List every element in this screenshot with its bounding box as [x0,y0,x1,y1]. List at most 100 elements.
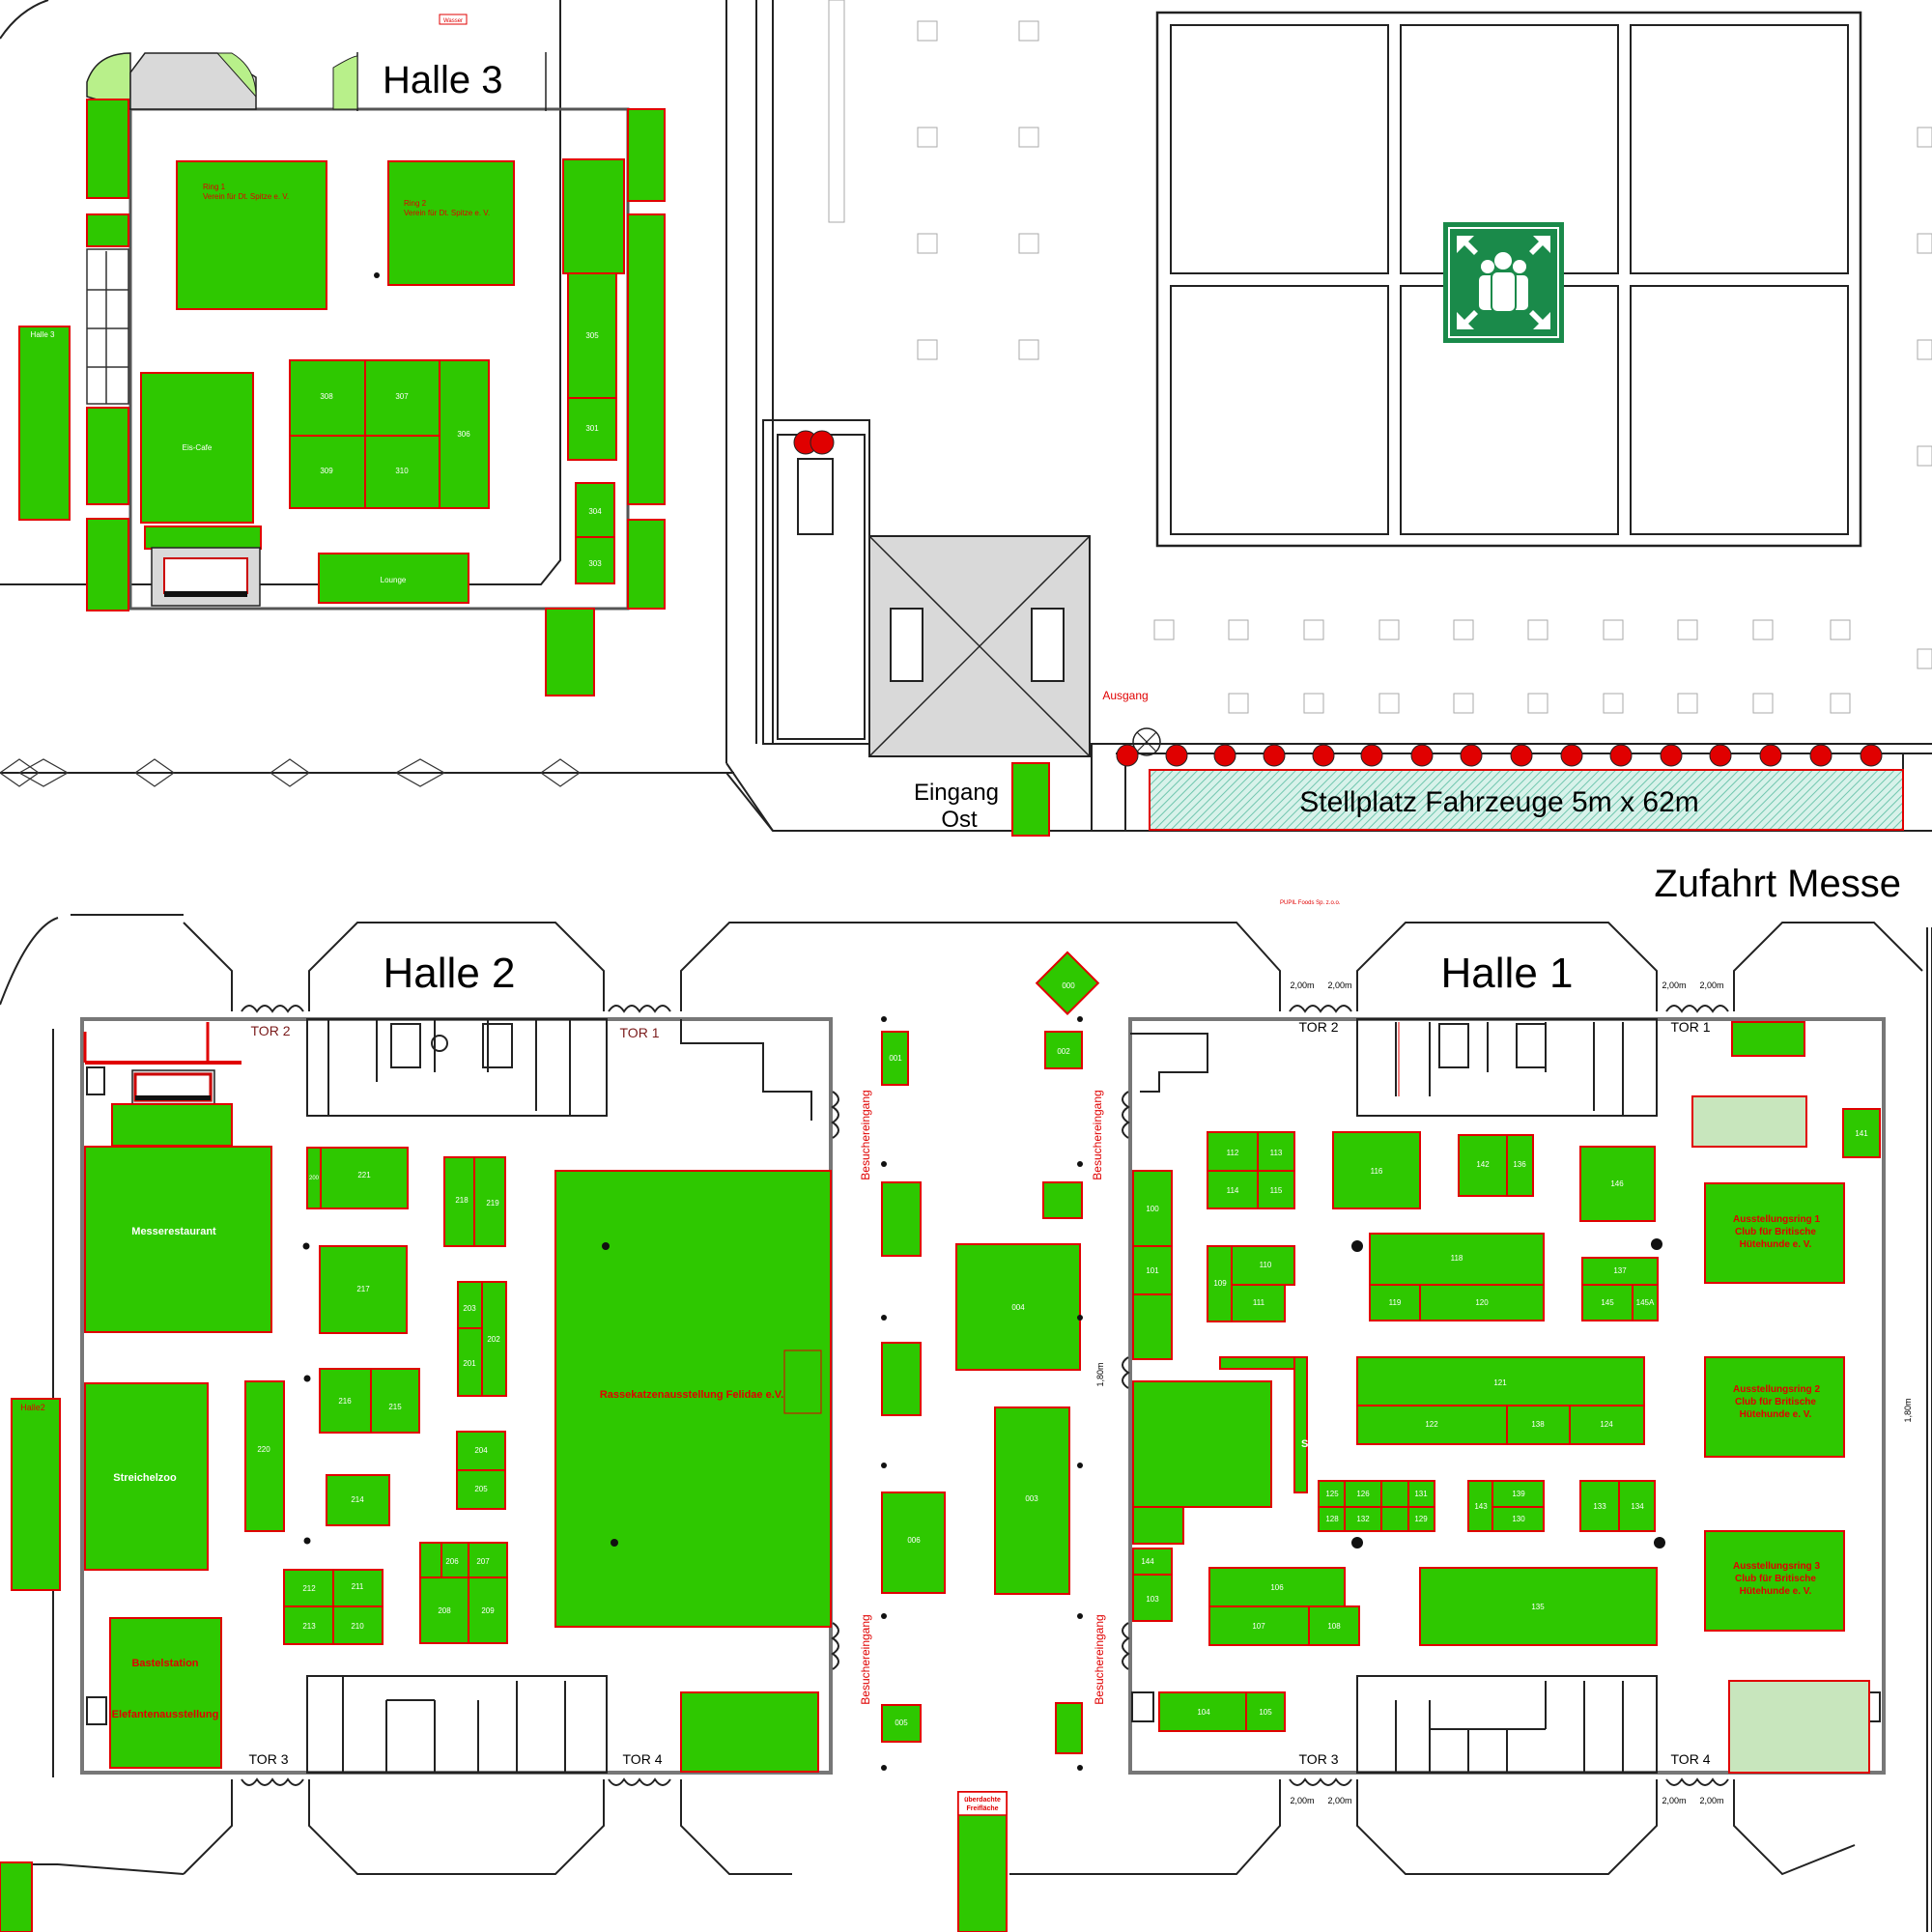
halle2-title: Halle 2 [384,950,516,997]
stand-124: 124 [1600,1420,1613,1429]
stand-003: 003 [1025,1494,1038,1503]
width-note-2: 2,00m [1327,980,1351,990]
stand-108: 108 [1327,1622,1341,1631]
stand-halle2-side-label: Halle2 [20,1403,45,1412]
stand-105: 105 [1259,1708,1272,1717]
stand-showring-label: Showring [1301,1438,1350,1450]
stand-130: 130 [1512,1515,1525,1523]
wasser-label: Wasser [443,18,463,24]
halle2-tor2: TOR 2 [251,1023,291,1038]
stand-felidae-label: Rassekatzenausstellung Felidae e.V. [600,1389,783,1401]
stand-ring2-club: Verein für Dt. Spitze e. V. [404,209,490,217]
halle1-tor4: TOR 4 [1671,1751,1711,1767]
stand-110: 110 [1260,1261,1272,1269]
halle3-labels: Ring 1 Verein für Dt. Spitze e. V. Ring … [31,183,603,584]
stand-bottom-left [0,1861,33,1932]
stand-305: 305 [585,331,599,340]
halle3: Halle 3 Wasser [86,14,630,611]
stand-145: 145 [1601,1298,1614,1307]
stand-202: 202 [487,1335,500,1344]
stand-206: 206 [445,1557,459,1566]
stand-107: 107 [1252,1622,1265,1631]
width-note-4: 2,00m [1699,980,1723,990]
stand-120: 120 [1475,1298,1489,1307]
stand-hall1-ring3-club: Club für Britische [1735,1574,1816,1584]
halle1-stands [1132,1021,1881,1774]
stand-116: 116 [1371,1167,1383,1176]
stand-210: 210 [351,1622,364,1631]
stand-220: 220 [257,1445,270,1454]
halle1-tor3: TOR 3 [1299,1751,1339,1767]
halle2-stands [11,1103,832,1773]
parking-markers [828,0,1932,714]
door-icon [241,1005,1729,1786]
besuchereingang-halle1-bottom: Besuchereingang [1093,1614,1106,1704]
stand-146: 146 [1610,1179,1624,1188]
east-entrance: Eingang Ost Ausgang [762,419,1161,837]
stand-hall1-ring1-club2: Hütehunde e. V. [1740,1239,1812,1250]
stand-145a: 145A [1636,1298,1655,1307]
stand-215: 215 [388,1403,402,1411]
stand-109: 109 [1213,1279,1227,1288]
halle1-pillars [1351,1238,1665,1548]
stand-221: 221 [357,1171,371,1179]
stand-200: 200 [309,1176,320,1181]
stellplatz-label: Stellplatz Fahrzeuge 5m x 62m [1299,786,1699,818]
stand-209: 209 [481,1606,495,1615]
outdoor-pillars [881,1016,1083,1771]
stand-136: 136 [1513,1160,1526,1169]
halle2-pillars [302,1242,618,1547]
halle2-labels: Messerestaurant Streichelzoo Bastelstati… [20,1171,783,1720]
width-note-10: 1,80m [1903,1398,1913,1422]
stand-messerestaurant-label: Messerestaurant [131,1226,216,1237]
halle3-kitchen [151,547,261,607]
halle3-title: Halle 3 [383,59,503,101]
width-note-6: 2,00m [1327,1796,1351,1805]
eingang-ost-line2: Ost [941,807,978,833]
stand-000: 000 [1062,981,1075,990]
zufahrt-messe-label: Zufahrt Messe [1654,863,1901,905]
stand-137: 137 [1613,1266,1627,1275]
width-note-9: 1,80m [1095,1362,1105,1386]
stand-134: 134 [1631,1502,1644,1511]
stand-121: 121 [1493,1378,1507,1387]
stand-hall1-ring2-label: Ausstellungsring 2 [1733,1384,1820,1395]
stand-205: 205 [474,1485,488,1493]
stand-139: 139 [1512,1490,1525,1498]
stand-104: 104 [1197,1708,1210,1717]
stand-208: 208 [438,1606,451,1615]
stand-207: 207 [476,1557,490,1566]
stand-111: 111 [1253,1298,1265,1307]
stand-ring1-club: Verein für Dt. Spitze e. V. [203,192,289,201]
stand-ring2-label: Ring 2 [404,199,427,208]
stand-310: 310 [395,467,409,475]
freiflaeche-label: Freifläche [966,1805,998,1812]
stand-lounge-label: Lounge [381,576,407,584]
halle1-tor1: TOR 1 [1671,1019,1711,1035]
stand-138: 138 [1531,1420,1545,1429]
stand-103: 103 [1146,1595,1159,1604]
stand-106: 106 [1270,1583,1284,1592]
halle2: Halle 2 [80,950,833,1775]
stand-309: 309 [320,467,333,475]
stand-hall1-ring3-club2: Hütehunde e. V. [1740,1586,1812,1597]
stand-101: 101 [1146,1266,1159,1275]
halle3-sanitary [86,248,129,405]
besuchereingang-halle2-bottom: Besuchereingang [859,1614,872,1704]
stand-hall1-ring1-label: Ausstellungsring 1 [1733,1214,1820,1225]
stand-218: 218 [455,1196,469,1205]
besuchereingang-halle1-top: Besuchereingang [1091,1090,1104,1179]
stand-301: 301 [585,424,599,433]
besuchereingang-halle2-top: Besuchereingang [859,1090,872,1179]
stand-126: 126 [1356,1490,1370,1498]
stand-hall1-ring2-club: Club für Britische [1735,1397,1816,1407]
besuchereingang-labels: Besuchereingang Besuchereingang Besucher… [859,1090,1106,1704]
halle2-tor3: TOR 3 [249,1751,289,1767]
halle2-tor1: TOR 1 [620,1025,660,1040]
stand-216: 216 [338,1397,352,1406]
stand-114: 114 [1227,1186,1239,1195]
stand-hall1-ring1-club: Club für Britische [1735,1227,1816,1237]
stand-streichelzoo-label: Streichelzoo [113,1472,177,1484]
halle1: Halle 1 TOR 2 TOR 1 TOR 3 [1128,950,1886,1775]
